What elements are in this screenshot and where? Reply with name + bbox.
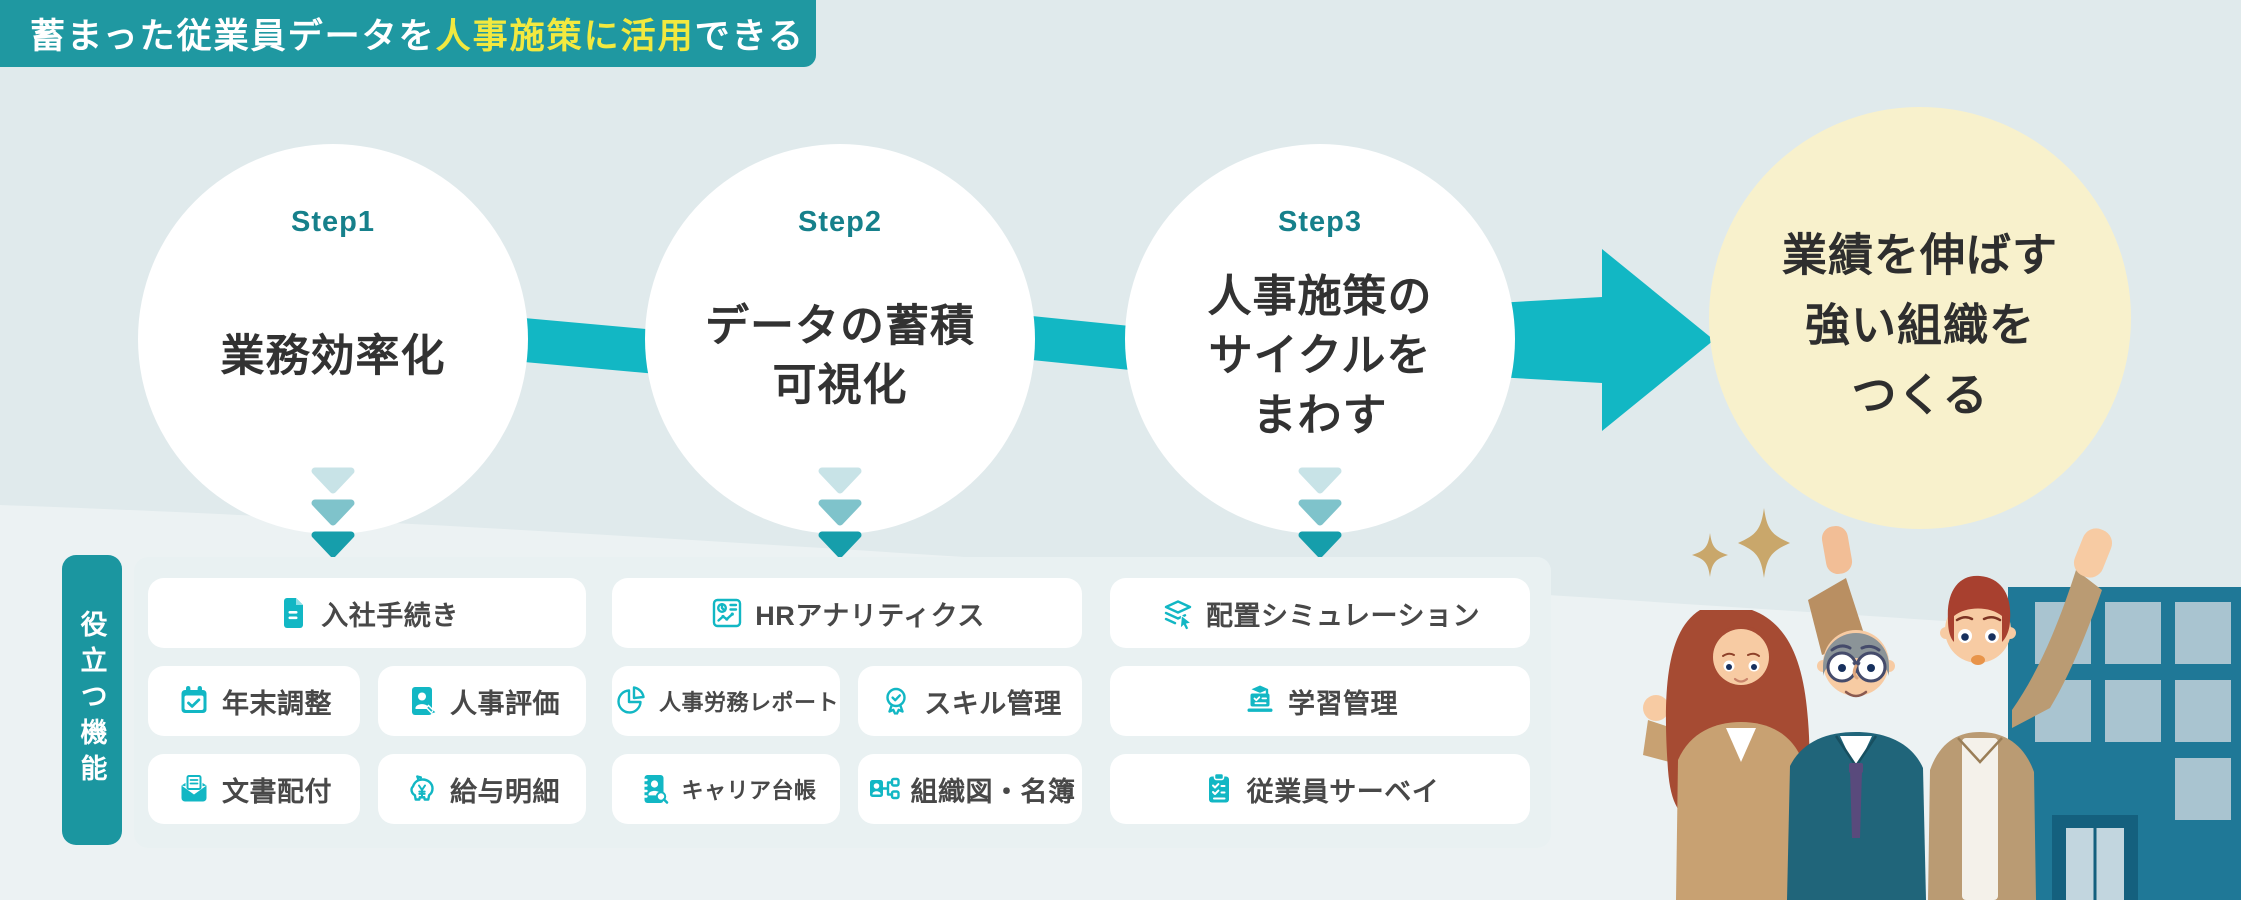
title-line: 業績を伸ばす [1781,229,2058,281]
headline-banner: 蓄まった従業員データを人事施策に活用できる [0,0,816,67]
connector-bar-2 [1022,315,1140,371]
step-down-chevrons [1298,467,1342,557]
step-title: 業務効率化 [138,292,528,385]
feature-chip: 年末調整 [148,666,360,736]
step-label: Step2 [798,206,882,238]
goal-title: 業績を伸ばす 強い組織を つくる [1709,206,2131,429]
envelope-icon [181,775,207,802]
feature-chip-label: 人事評価 [450,688,560,719]
employee-young-man [1928,528,2113,900]
feature-chip-label: 組織図・名簿 [910,776,1076,807]
step-circle-1: Step1 業務効率化 [138,144,528,534]
title-line: データの蓄積 [705,301,975,351]
survey-clipboard-icon [1208,772,1229,803]
feature-chip: HRアナリティクス [612,578,1082,648]
feature-chip-label: 人事労務レポート [658,690,839,715]
evaluation-icon [412,687,436,715]
flow-arrow [1496,249,1714,431]
feature-chip-label: 従業員サーベイ [1246,776,1440,807]
features-tab: 役立つ機能 [62,555,122,845]
feature-chip-label: 学習管理 [1288,688,1398,719]
feature-chip: 入社手続き [148,578,586,648]
title-line: まわす [1252,390,1388,440]
calendar-check-icon [181,686,207,713]
title-line: 可視化 [772,361,908,410]
feature-chip: 配置シミュレーション [1110,578,1530,648]
step-label: Step1 [291,206,375,238]
feature-chip-label: 年末調整 [222,688,332,719]
skill-badge-icon [886,687,906,715]
title-line: 業務効率化 [220,331,446,381]
features-tab-label: 役立つ機能 [76,610,107,790]
step-title: 人事施策の サイクルを まわす [1125,233,1515,445]
step-down-chevrons [311,467,355,557]
pie-report-icon [617,686,645,714]
org-chart-icon [869,777,900,800]
title-line: つくる [1851,368,1989,420]
connector-bar-1 [513,317,657,374]
analytics-icon [713,598,742,628]
learning-icon [1247,685,1273,712]
feature-chip: 人事評価 [378,666,586,736]
career-book-icon [641,775,669,804]
step-down-chevrons [818,467,862,557]
headline-highlight: 人事施策に活用 [435,17,695,56]
feature-chip: 従業員サーベイ [1110,754,1530,824]
goal-circle: 業績を伸ばす 強い組織を つくる [1709,107,2131,529]
simulation-icon [1164,600,1193,631]
feature-chip: 学習管理 [1110,666,1530,736]
title-line: サイクルを [1208,331,1432,381]
headline-prefix: 蓄まった従業員データを [30,17,436,56]
feature-chip: スキル管理 [858,666,1082,736]
feature-chip-label: HRアナリティクス [755,600,985,631]
title-line: 強い組織を [1804,299,2035,351]
feature-chip-label: スキル管理 [924,688,1062,719]
document-icon [284,598,304,628]
title-line: 人事施策の [1207,271,1433,321]
headline-suffix: できる [694,17,805,56]
feature-chip-label: キャリア台帳 [681,778,817,803]
feature-chip: キャリア台帳 [612,754,840,824]
feature-chip-label: 給与明細 [450,776,560,807]
feature-chip: 組織図・名簿 [858,754,1082,824]
feature-chip: 給与明細 [378,754,586,824]
step-title: データの蓄積 可視化 [645,263,1035,416]
step-label: Step3 [1278,206,1362,238]
people-illustration [1643,508,2241,900]
feature-chip-label: 配置シミュレーション [1206,600,1480,631]
piggy-bank-icon [410,775,434,801]
sparkle-icon [1692,508,1790,578]
employee-manager [1787,526,1926,900]
feature-chip: 人事労務レポート [612,666,840,736]
feature-chip-label: 入社手続き [321,600,459,631]
feature-chip: 文書配付 [148,754,360,824]
employee-woman [1643,610,1810,900]
office-building [2008,587,2241,900]
feature-chip-label: 文書配付 [222,776,332,807]
